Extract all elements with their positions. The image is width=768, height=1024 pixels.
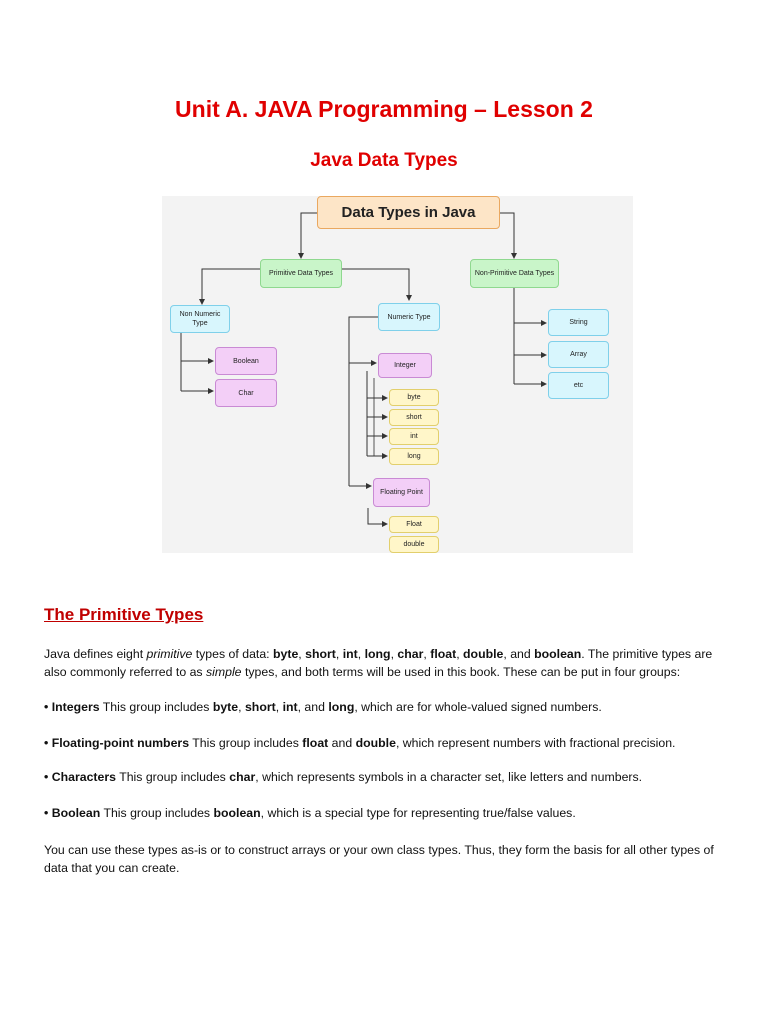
node-short: short — [389, 409, 439, 426]
node-long: long — [389, 448, 439, 465]
bullet-floating-point: • Floating-point numbers This group incl… — [44, 736, 676, 750]
diagram-connectors — [180, 212, 547, 527]
section-heading: The Primitive Types — [44, 605, 204, 624]
bullet-boolean: • Boolean This group includes boolean, w… — [44, 806, 576, 820]
page-title: Unit A. JAVA Programming – Lesson 2 — [175, 96, 593, 122]
bullet-integers: • Integers This group includes byte, sho… — [44, 700, 602, 714]
node-etc: etc — [548, 372, 609, 399]
node-primitive-data-types: Primitive Data Types — [260, 259, 342, 288]
intro-paragraph: Java defines eight primitive types of da… — [44, 647, 713, 679]
page-subtitle: Java Data Types — [310, 150, 458, 171]
node-non-primitive-data-types: Non-Primitive Data Types — [470, 259, 559, 288]
bullet-characters: • Characters This group includes char, w… — [44, 770, 643, 784]
data-types-diagram: Data Types in Java Primitive Data Types … — [162, 196, 633, 553]
node-boolean: Boolean — [215, 347, 277, 375]
node-data-types-in-java: Data Types in Java — [317, 196, 500, 229]
node-non-numeric-type: Non Numeric Type — [170, 305, 230, 333]
node-array: Array — [548, 341, 609, 368]
closing-paragraph: You can use these types as-is or to cons… — [44, 843, 714, 875]
node-floating-point: Floating Point — [373, 478, 430, 507]
node-char: Char — [215, 379, 277, 407]
node-string: String — [548, 309, 609, 336]
node-integer: Integer — [378, 353, 432, 378]
node-float: Float — [389, 516, 439, 533]
node-byte: byte — [389, 389, 439, 406]
node-double: double — [389, 536, 439, 553]
node-numeric-type: Numeric Type — [378, 303, 440, 331]
node-int: int — [389, 428, 439, 445]
